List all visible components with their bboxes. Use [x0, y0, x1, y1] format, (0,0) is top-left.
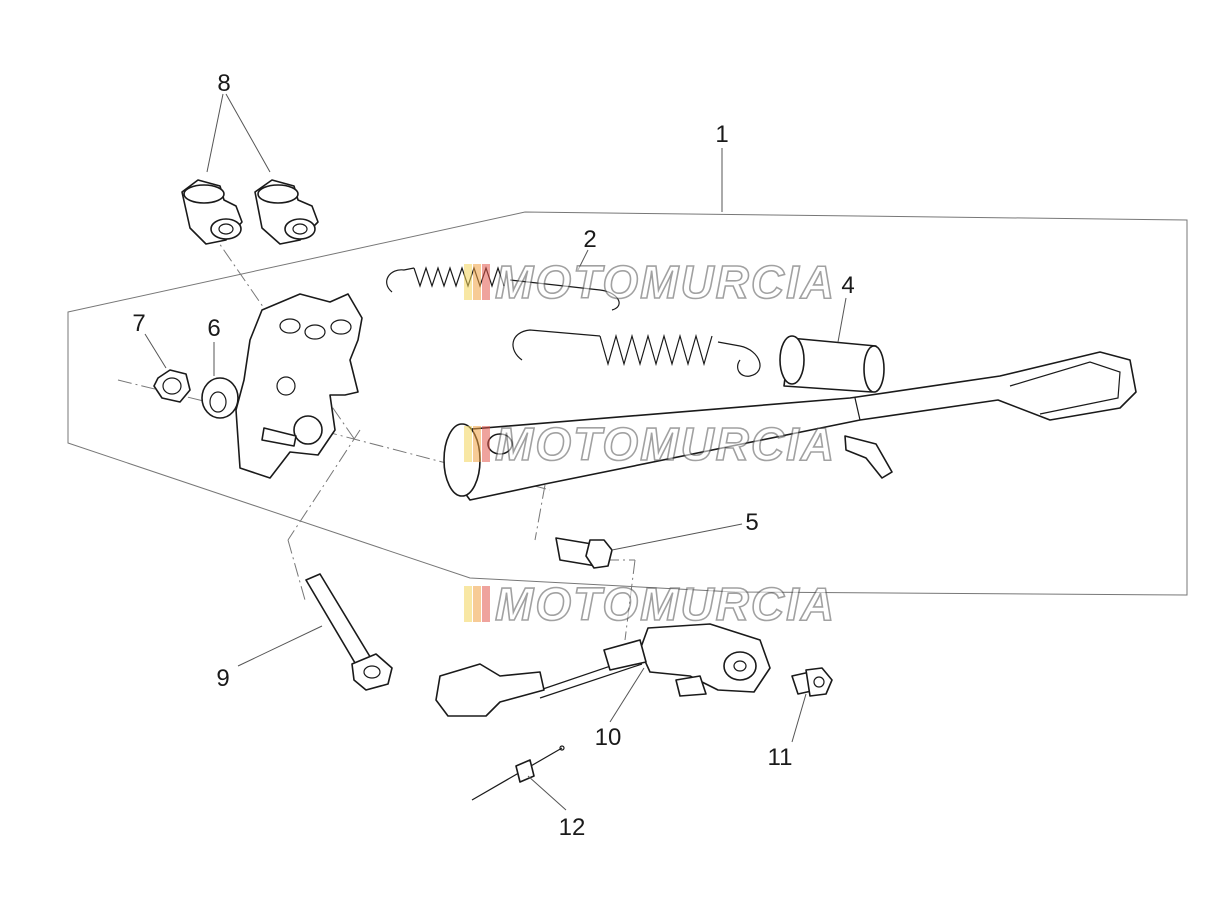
watermark-stripe-1 [464, 426, 472, 462]
small-bolt [791, 667, 833, 697]
callout-10: 10 [595, 724, 622, 751]
watermark-stripe-1 [464, 264, 472, 300]
callout-1: 1 [715, 121, 728, 148]
bush-right [254, 179, 319, 245]
watermark-stripe-2 [473, 264, 481, 300]
stand-switch [435, 623, 771, 717]
watermark-stripe-2 [473, 586, 481, 622]
callout-2: 2 [583, 226, 596, 253]
callout-7: 7 [132, 310, 145, 337]
callout-6: 6 [207, 315, 220, 342]
watermark-stripe-1 [464, 586, 472, 622]
watermark-stripe-2 [473, 426, 481, 462]
bush-pair [181, 179, 319, 245]
watermark-stripe-3 [482, 586, 490, 622]
assembly-outline [67, 211, 1188, 596]
sleeve [779, 335, 885, 393]
cable-tie [471, 745, 565, 801]
washer [201, 377, 239, 419]
callout-8: 8 [217, 70, 230, 97]
callout-9: 9 [216, 665, 229, 692]
bush-left [181, 179, 243, 245]
callout-11: 11 [768, 744, 793, 771]
watermark-top: MOTOMURCIA [464, 255, 836, 309]
nut [153, 369, 191, 403]
watermark-text: MOTOMURCIA [495, 418, 836, 470]
side-stand-leg [443, 351, 1137, 501]
callout-5: 5 [745, 509, 758, 536]
pivot-pin [555, 537, 613, 569]
stand-bracket [235, 293, 363, 479]
long-bolt [305, 573, 393, 691]
callout-12: 12 [559, 814, 586, 841]
watermark-stripe-3 [482, 426, 490, 462]
watermark-text: MOTOMURCIA [495, 256, 836, 308]
callout-4: 4 [841, 272, 854, 299]
watermark-text: MOTOMURCIA [495, 578, 836, 630]
watermark-middle: MOTOMURCIA [464, 417, 836, 471]
watermark-stripe-3 [482, 264, 490, 300]
large-spring [512, 329, 761, 377]
callout-labels: 1 2 4 5 6 7 8 9 10 11 12 [132, 70, 854, 841]
leader-lines [144, 93, 847, 811]
watermark-bottom: MOTOMURCIA [464, 577, 836, 631]
